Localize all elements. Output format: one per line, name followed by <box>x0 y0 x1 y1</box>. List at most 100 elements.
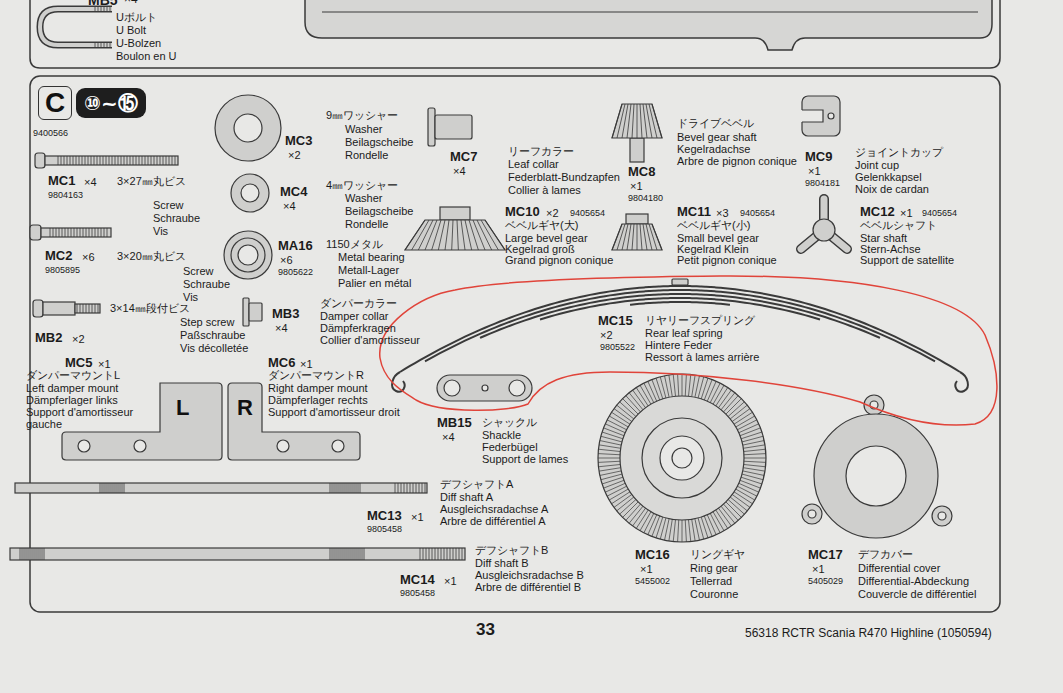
thread <box>429 548 430 560</box>
part-name: Boulon en U <box>116 50 177 63</box>
thread <box>133 156 134 165</box>
gear-tooth <box>688 374 690 396</box>
spline <box>106 483 107 493</box>
part-name: ×2 <box>546 207 559 220</box>
gear-tooth <box>740 480 761 488</box>
plate-letter: ⑩~⑮ <box>84 89 138 117</box>
thread <box>413 483 414 493</box>
gear-tooth <box>612 224 622 250</box>
part-name: ダンパーカラー <box>320 297 397 310</box>
thread <box>425 483 426 493</box>
spline <box>102 483 103 493</box>
part-name: 3×27㎜丸ビス <box>117 175 186 188</box>
gear-tooth <box>736 416 755 427</box>
screw-shaft <box>45 156 178 165</box>
spline <box>20 548 21 560</box>
thread <box>145 156 146 165</box>
diff-shaft <box>10 548 465 560</box>
part-name: 9㎜ワッシャー <box>326 109 398 122</box>
gear-tooth <box>405 220 425 250</box>
spline <box>114 483 115 493</box>
gear-tooth <box>695 519 700 541</box>
part-number: MC12 <box>860 205 895 220</box>
cover-tab <box>932 506 952 526</box>
spline <box>348 483 349 493</box>
part-name: ×1 <box>900 207 913 220</box>
part-name: Hintere Feder <box>645 339 712 352</box>
part-name: Step screw <box>180 316 234 329</box>
gear-tooth <box>744 458 766 459</box>
thread <box>416 483 417 493</box>
thread <box>83 228 84 237</box>
spline <box>330 483 331 493</box>
spline <box>338 483 339 493</box>
gear-tooth <box>604 428 625 436</box>
thread <box>423 548 424 560</box>
gear-tooth <box>632 104 634 138</box>
gear-tooth <box>600 471 622 476</box>
thread <box>160 156 161 165</box>
gear-tooth <box>685 520 686 542</box>
gear-tooth <box>673 374 675 396</box>
gear-tooth <box>617 104 625 138</box>
gear-tooth <box>598 461 620 462</box>
part-name: 4㎜ワッシャー <box>326 179 398 192</box>
gear-tooth <box>652 104 662 138</box>
part-name: ×6 <box>82 251 95 264</box>
gear-tooth <box>599 445 621 448</box>
axle-frame <box>322 12 978 13</box>
spline <box>330 548 331 560</box>
gear-tooth <box>644 513 654 533</box>
thread <box>91 156 92 165</box>
thread <box>95 42 96 48</box>
part-name: Ring gear <box>690 562 738 575</box>
gear-tooth <box>707 381 716 401</box>
part-name: ジョイントカップ <box>855 146 943 159</box>
gear-tooth <box>692 375 695 397</box>
part-number: MC13 <box>367 509 402 524</box>
star-hub <box>813 219 835 241</box>
part-number: MB2 <box>35 331 62 346</box>
gear-tooth <box>627 224 631 250</box>
item-code: 9405654 <box>922 208 957 218</box>
spring-leaf <box>630 302 730 305</box>
thread <box>438 548 439 560</box>
part-name: U-Bolzen <box>116 37 161 50</box>
part-name: Support de satellite <box>860 254 954 267</box>
gear-tooth <box>461 220 465 250</box>
thread <box>422 483 423 493</box>
part-name: ×3 <box>716 207 729 220</box>
spline <box>40 548 41 560</box>
part-name: Washer <box>345 123 383 136</box>
gear-tooth <box>601 436 622 442</box>
spring-leaf <box>425 290 935 361</box>
gear-tooth <box>640 224 642 250</box>
part-name: ×1 <box>444 575 457 588</box>
spline <box>120 483 121 493</box>
thread <box>101 228 102 237</box>
spline <box>110 483 111 493</box>
part-name: デフカバー <box>858 548 913 561</box>
spline <box>344 548 345 560</box>
part-name: ×1 <box>411 511 424 524</box>
gear-tooth <box>481 220 498 250</box>
spline <box>116 483 117 493</box>
part-number: MA16 <box>278 239 313 254</box>
ring-gear <box>598 374 766 542</box>
part-name: Ausgleichsradachse B <box>475 569 584 582</box>
spline <box>342 548 343 560</box>
thread <box>139 156 140 165</box>
part-name: Arbre de différentiel A <box>440 515 546 528</box>
gear-tooth <box>688 520 690 542</box>
part-name: Dämpferlager links <box>26 394 118 407</box>
part-name: 56318 RCTR Scania R470 Highline (1050594… <box>745 627 992 641</box>
part-name: 1150メタル <box>326 238 383 251</box>
part-name: Rear leaf spring <box>645 327 723 340</box>
spline <box>28 548 29 560</box>
part-name: Noix de cardan <box>855 183 929 196</box>
gear-tooth <box>602 432 623 439</box>
gear-tooth <box>607 486 627 496</box>
gear-tooth <box>742 474 763 480</box>
thread <box>407 483 408 493</box>
part-name: ×1 <box>808 165 821 178</box>
